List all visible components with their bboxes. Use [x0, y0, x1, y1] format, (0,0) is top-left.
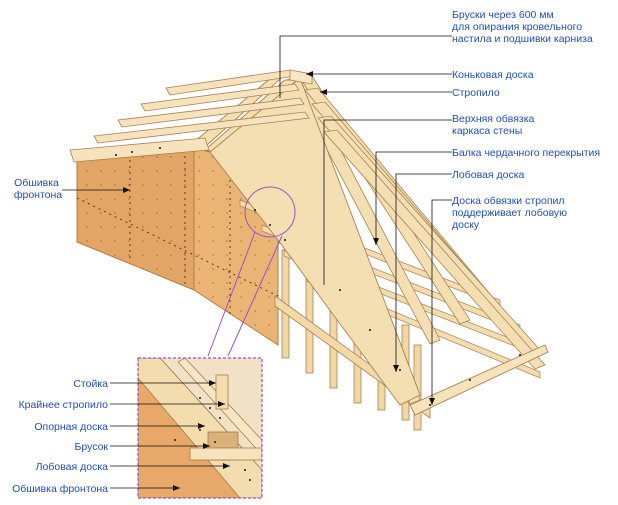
fascia-board-label: Лобовая доска	[452, 169, 525, 181]
rafters	[281, 75, 546, 405]
rafter-plate-label: Доска обвязки стропил поддерживает лобов…	[452, 195, 570, 231]
rafter-label: Стропило	[452, 87, 500, 99]
bearing-board-label: Опорная доска	[34, 421, 108, 433]
gable-sheathing-label: Обшивка фронтона	[14, 177, 62, 201]
gable-sheathing-inset-label: Обшивка фронтона	[12, 483, 108, 495]
end-rafter-label: Крайнее стропило	[19, 399, 109, 411]
ridge-board-label: Коньковая доска	[452, 69, 534, 81]
leader-lines	[62, 35, 452, 489]
fascia-board-right	[409, 344, 549, 416]
ceiling-joist-label: Балка чердачного перекрытия	[452, 147, 600, 159]
fascia-inset-label: Лобовая доска	[36, 461, 109, 473]
leader-arrows	[123, 71, 435, 491]
gable-wall	[76, 147, 279, 346]
block-label: Брусок	[74, 441, 108, 453]
ridge-board	[289, 69, 313, 85]
magnify-callout	[207, 186, 296, 357]
roof-battens	[69, 69, 310, 163]
nails	[115, 147, 521, 406]
stud-label: Стойка	[73, 378, 108, 390]
battens-label: Бруски через 600 мм для опирания кровель…	[452, 9, 593, 45]
top-plate-label: Верхняя обвязка каркаса стены	[452, 113, 537, 137]
